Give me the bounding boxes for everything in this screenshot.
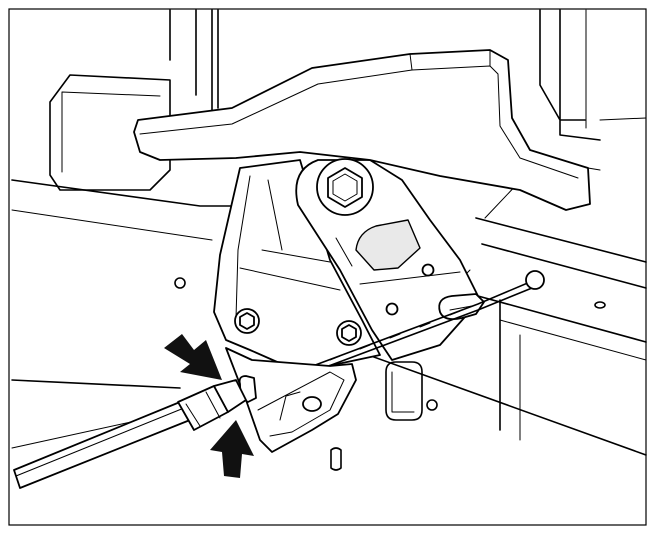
arrow-upper-left [164,334,222,380]
bolt-left [234,308,260,334]
arrow-lower [210,420,254,478]
pedal-arm [133,49,591,211]
bolt-right [336,320,362,346]
cable-end-ball [525,270,545,290]
background-structure [11,9,647,471]
mounting-bolts [234,308,362,346]
cable-ferrule [177,379,247,431]
cable-mount-bracket [225,347,357,453]
hex-pivot-bolt [316,158,374,216]
